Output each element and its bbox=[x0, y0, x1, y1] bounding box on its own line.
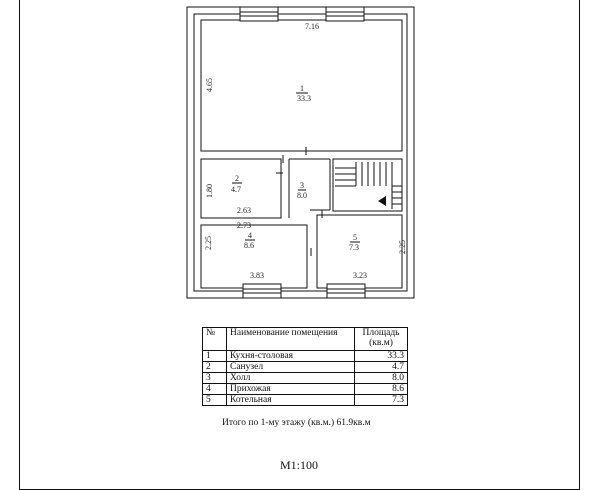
dim-hall-width: 2.73 bbox=[237, 221, 251, 230]
floor-plan-drawing: 1 33.3 2 4.7 3 8.0 4 8.6 5 7.3 7.16 4.65… bbox=[186, 6, 415, 299]
dim-room2-height: 1.80 bbox=[205, 184, 214, 198]
row-name: Холл bbox=[226, 372, 355, 384]
floor-plan-sheet: 1 33.3 2 4.7 3 8.0 4 8.6 5 7.3 7.16 4.65… bbox=[19, 0, 580, 490]
outer-wall-outer bbox=[186, 6, 415, 299]
row-num: 5 bbox=[202, 394, 227, 406]
row-name: Санузел bbox=[226, 361, 355, 373]
table-row: 1 Кухня-столовая 33.3 bbox=[202, 350, 408, 362]
room-2-outline bbox=[200, 158, 282, 219]
row-area: 33.3 bbox=[354, 350, 408, 362]
row-name: Прихожая bbox=[226, 383, 355, 395]
row-num: 2 bbox=[202, 361, 227, 373]
total-area: Итого по 1-му этажу (кв.м.) 61.9кв.м bbox=[222, 418, 371, 428]
row-area: 8.0 bbox=[354, 372, 408, 384]
stair-well bbox=[332, 158, 403, 212]
header-num: № bbox=[202, 327, 227, 351]
dim-room5-height: 2.25 bbox=[398, 240, 407, 254]
window-bottom-left bbox=[242, 283, 282, 299]
header-area: Площадь (кв.м) bbox=[354, 327, 408, 351]
row-area: 4.7 bbox=[354, 361, 408, 373]
scale-label: M1:100 bbox=[280, 458, 319, 472]
room-1-id: 1 bbox=[300, 84, 304, 93]
row-name: Котельная bbox=[226, 394, 355, 406]
window-bottom-right bbox=[326, 283, 366, 299]
table-row: 5 Котельная 7.3 bbox=[202, 394, 408, 406]
table-row: 4 Прихожая 8.6 bbox=[202, 383, 408, 395]
room-4-area: 8.6 bbox=[244, 241, 254, 250]
table-row: 2 Санузел 4.7 bbox=[202, 361, 408, 373]
dim-room4-width: 3.83 bbox=[250, 271, 264, 280]
row-num: 4 bbox=[202, 383, 227, 395]
stair-steps bbox=[335, 162, 402, 209]
row-num: 3 bbox=[202, 372, 227, 384]
table-header-row: № Наименование помещения Площадь (кв.м) bbox=[202, 327, 408, 351]
window-top-right bbox=[325, 6, 365, 22]
room-5-area: 7.3 bbox=[349, 243, 359, 252]
row-num: 1 bbox=[202, 350, 227, 362]
table-row: 3 Холл 8.0 bbox=[202, 372, 408, 384]
room-1-area: 33.3 bbox=[297, 94, 311, 103]
dim-room2-width: 2.63 bbox=[237, 206, 251, 215]
window-top-left bbox=[239, 6, 279, 22]
room-5-id: 5 bbox=[353, 233, 357, 242]
dim-room5-width: 3.23 bbox=[353, 271, 367, 280]
dim-room4-height: 2.25 bbox=[204, 236, 213, 250]
room-1-outline bbox=[200, 19, 403, 152]
outer-wall-inner bbox=[193, 13, 408, 292]
room-3-id: 3 bbox=[300, 181, 304, 190]
room-2-area: 4.7 bbox=[231, 185, 241, 194]
row-name: Кухня-столовая bbox=[226, 350, 355, 362]
room-2-id: 2 bbox=[235, 174, 239, 183]
row-area: 8.6 bbox=[354, 383, 408, 395]
row-area: 7.3 bbox=[354, 394, 408, 406]
dim-left-height: 4.65 bbox=[205, 78, 214, 92]
header-name: Наименование помещения bbox=[226, 327, 355, 351]
rooms-table: № Наименование помещения Площадь (кв.м) … bbox=[202, 327, 408, 406]
room-4-id: 4 bbox=[248, 231, 252, 240]
stair-arrow-icon bbox=[378, 196, 386, 206]
dim-top-width: 7.16 bbox=[305, 22, 319, 31]
room-3-area: 8.0 bbox=[297, 191, 307, 200]
